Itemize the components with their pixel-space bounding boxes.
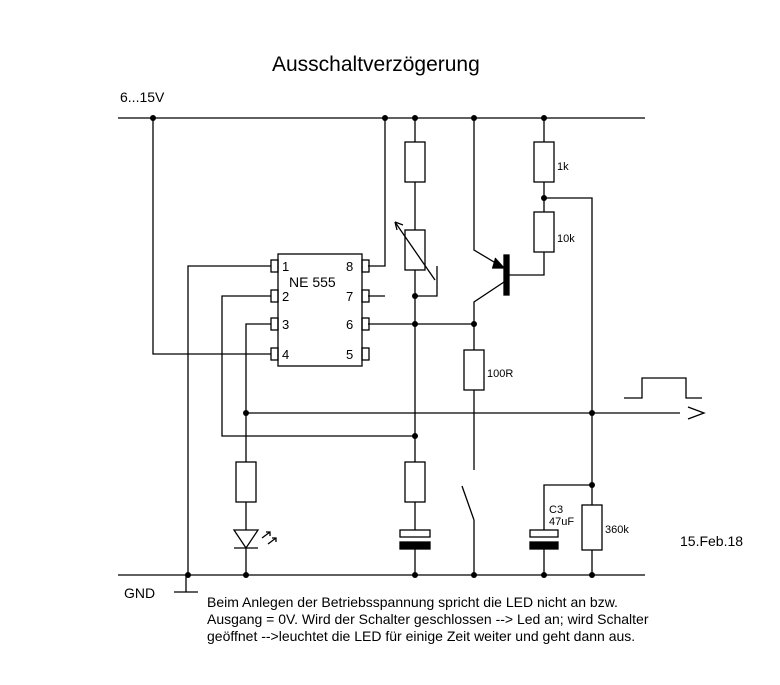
supply-voltage-label: 6...15V [120,89,165,105]
junctions [150,115,595,578]
junction-dot [541,115,547,121]
junction-dot [412,433,418,439]
junction-dot [185,572,191,578]
ic-pin [361,317,370,331]
description-line-1: Beim Anlegen der Betriebsspannung sprich… [207,594,618,610]
ic-pin [270,259,279,273]
junction-dot [243,572,249,578]
junction-dot [412,572,418,578]
label-100r: 100R [487,368,513,380]
junction-dot [541,572,547,578]
switch-blade [461,485,475,521]
capacitor-c3-bottom [529,541,559,550]
gnd-label: GND [124,585,156,601]
junction-dot [589,410,595,416]
junction-dot [382,115,388,121]
ic-pin [361,347,370,361]
ic-pin-label-1: 1 [282,259,289,274]
junction-dot [471,115,477,121]
transistor-emitter-arrow [492,257,506,269]
ic-ne555 [277,253,363,367]
resistor-lower [404,461,426,503]
ic-pin [270,317,279,331]
led-diode [232,529,260,550]
label-c3-value: 47uF [549,516,574,528]
ic-pin [270,289,279,303]
ic-pin-label-2: 2 [282,289,289,304]
junction-dot [412,293,418,299]
wire-poti-wiper [415,266,438,297]
junction-dot [589,482,595,488]
wire-c3 [543,484,592,530]
date-label: 15.Feb.18 [680,533,744,549]
poti-arrow-head [394,221,404,231]
wire-pin8-supply [368,118,386,267]
resistor-10k [533,211,555,253]
wire-pin4-supply [152,118,271,355]
wire-pin3-output [245,323,680,414]
label-360k: 360k [605,524,629,536]
resistor-led [235,461,257,503]
label-10k: 10k [557,233,575,245]
resistor-top [404,141,426,183]
capacitor-1-bottom [399,541,431,550]
junction-dot [150,115,156,121]
ic-pin [361,289,370,303]
ic-pin-label-7: 7 [346,289,353,304]
description-line-3: geöffnet -->leuchtet die LED für einige … [207,628,636,644]
diagram-title: Ausschaltverzögerung [272,53,480,76]
capacitor-1-top [399,529,431,538]
wire-node-right [544,197,593,505]
ic-pin-label-5: 5 [346,347,353,362]
transistor-base [503,254,510,296]
led-rays [261,531,277,545]
junction-dot [589,572,595,578]
ic-pin-label-4: 4 [282,347,289,362]
junction-dot [541,195,547,201]
label-c3-name: C3 [549,504,563,516]
poti-arrow [394,221,436,281]
label-1k: 1k [557,161,569,173]
ic-pin-label-3: 3 [282,317,289,332]
ic-pin-label-8: 8 [346,259,353,274]
resistor-1k [533,141,555,183]
wire-10k-base [509,252,545,276]
output-pulse-icon [624,377,702,399]
wire-emitter [473,118,505,269]
description-line-2: Ausgang = 0V. Wird der Schalter geschlos… [207,611,649,627]
wire-collector [473,281,505,350]
description-text: Beim Anlegen der Betriebsspannung sprich… [207,594,727,645]
output-arrow [687,406,706,420]
ic-pin-label-6: 6 [346,317,353,332]
capacitor-c3-top [529,529,559,538]
junction-dot [243,410,249,416]
ic-label: NE 555 [289,274,336,290]
wire-pin1-gnd [187,265,271,575]
junction-dot [412,115,418,121]
wire-pin2 [221,295,415,437]
junction-dot [471,321,477,327]
junction-dot [412,321,418,327]
resistor-100r [463,349,485,391]
junction-dot [471,572,477,578]
resistor-360k [581,504,603,551]
ic-pin [361,259,370,273]
ic-pin [270,347,279,361]
